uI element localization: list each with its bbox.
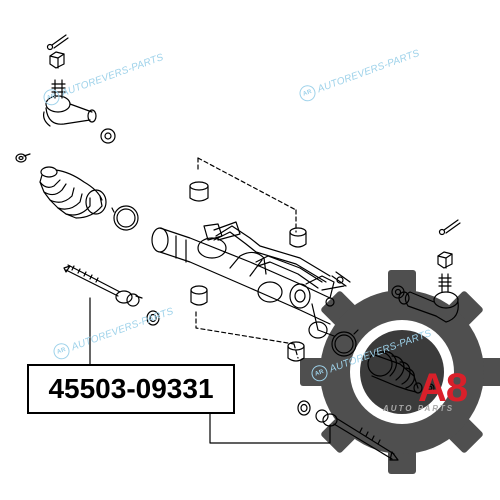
steering-rack-housing (151, 221, 345, 339)
hydraulic-lines (213, 225, 331, 289)
upper-bushing-left (189, 181, 209, 202)
left-castle-nut (49, 51, 65, 69)
right-tie-rod-washer (297, 400, 311, 416)
right-leader-line (209, 413, 331, 444)
pinion-fittings (331, 271, 351, 287)
left-tie-rod-end (43, 79, 97, 127)
right-steering-boot (367, 351, 423, 394)
left-boot-clip-small (15, 153, 31, 163)
left-steering-boot (39, 166, 107, 219)
brand-mark: A8 (418, 366, 468, 410)
lower-bushing-right (287, 341, 305, 362)
left-cotter-pin (46, 34, 69, 51)
right-boot-clip-small (425, 383, 435, 393)
part-number-label: 45503-09331 (27, 364, 235, 414)
lower-bushing-left (190, 285, 208, 306)
right-inner-tie-rod (315, 409, 399, 461)
left-inner-tie-rod (63, 264, 143, 307)
right-tie-rod-end (398, 273, 459, 323)
right-boot-clamp (331, 329, 359, 357)
right-cotter-pin (438, 219, 461, 236)
right-lock-nut (391, 285, 405, 299)
left-boot-clamp (111, 205, 139, 231)
upper-bushing-right (289, 227, 307, 248)
left-lock-nut (100, 128, 116, 144)
right-castle-nut (437, 251, 453, 269)
brand-tagline: AUTO PARTS (383, 404, 455, 413)
left-tie-rod-washer (146, 310, 160, 326)
